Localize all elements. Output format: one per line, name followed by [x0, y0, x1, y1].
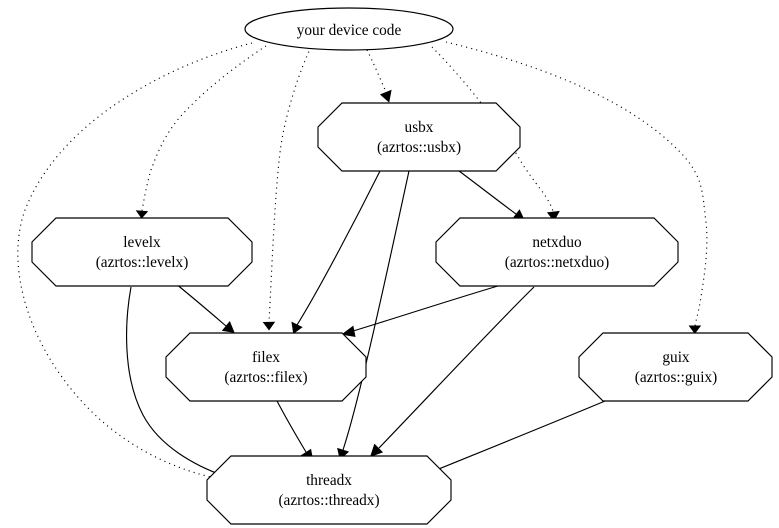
node-label-usbx-line2: (azrtos::usbx)	[377, 139, 461, 156]
node-label-levelx-line1: levelx	[123, 234, 161, 251]
node-levelx[interactable]: levelx (azrtos::levelx)	[31, 217, 253, 287]
node-shape-octagon-levelx	[31, 217, 253, 287]
edge-device-to-netxduo	[431, 46, 560, 222]
edge-netxduo-to-filex	[341, 282, 509, 337]
edge-netxduo-to-threadx	[370, 286, 535, 457]
edge-device-to-usbx	[366, 49, 392, 103]
edge-device-to-levelx	[135, 45, 267, 219]
node-shape-octagon-threadx	[206, 455, 452, 525]
node-shape-octagon-netxduo	[435, 217, 679, 287]
node-shape-octagon-guix	[578, 332, 773, 402]
edge-filex-to-threadx	[276, 400, 314, 462]
edge-group-solid	[126, 167, 618, 483]
edge-usbx-to-threadx	[337, 170, 410, 461]
node-usbx[interactable]: usbx (azrtos::usbx)	[317, 102, 521, 172]
node-threadx[interactable]: threadx (azrtos::threadx)	[206, 455, 452, 525]
node-netxduo[interactable]: netxduo (azrtos::netxduo)	[435, 217, 679, 287]
node-label-levelx-line2: (azrtos::levelx)	[96, 254, 189, 271]
node-label-device-line1: your device code	[297, 22, 402, 39]
edge-guix-to-threadx	[417, 395, 618, 479]
node-shape-octagon-usbx	[317, 102, 521, 172]
node-label-usbx-line1: usbx	[405, 119, 434, 136]
node-label-guix-line2: (azrtos::guix)	[635, 369, 717, 386]
node-label-guix-line1: guix	[662, 349, 690, 366]
node-shape-ellipse	[244, 7, 454, 51]
node-label-filex-line1: filex	[252, 349, 280, 366]
node-your-device-code[interactable]: your device code	[244, 7, 454, 51]
edge-device-to-filex	[262, 46, 312, 331]
node-label-threadx-line2: (azrtos::threadx)	[278, 492, 379, 509]
node-guix[interactable]: guix (azrtos::guix)	[578, 332, 773, 402]
edge-levelx-to-filex	[174, 282, 235, 333]
node-shape-octagon-filex	[165, 332, 367, 402]
edge-usbx-to-netxduo	[454, 167, 526, 221]
node-label-threadx-line1: threadx	[306, 472, 352, 489]
edge-device-to-guix	[445, 41, 708, 335]
node-label-netxduo-line2: (azrtos::netxduo)	[505, 254, 610, 271]
node-label-filex-line2: (azrtos::filex)	[224, 369, 307, 386]
node-filex[interactable]: filex (azrtos::filex)	[165, 332, 367, 402]
edge-usbx-to-filex	[291, 170, 381, 335]
node-label-netxduo-line1: netxduo	[532, 234, 582, 251]
